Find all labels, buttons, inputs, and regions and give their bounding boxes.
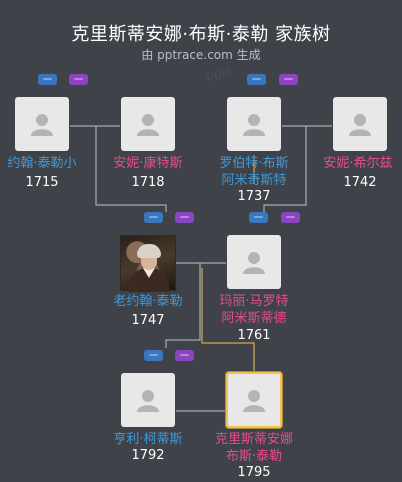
avatar-placeholder-icon: [349, 114, 371, 136]
avatar-placeholder-icon: [243, 114, 265, 136]
person-name-line1: 克里斯蒂安娜: [214, 432, 293, 447]
person-year: 1792: [131, 448, 165, 463]
person-name: 安妮·康特斯: [113, 156, 183, 171]
person-name-line1: 罗伯特·布斯: [219, 156, 289, 171]
person-card-christiana-booth-taylor[interactable]: [226, 372, 282, 428]
person-card-mary-marot[interactable]: [227, 235, 281, 289]
avatar-placeholder-icon: [137, 390, 159, 412]
person-name: 老约翰·泰勒: [113, 294, 183, 309]
person-name-line2: 阿米斯蒂德: [221, 311, 287, 326]
avatar-placeholder-icon: [243, 390, 265, 412]
avatar-placeholder-icon: [31, 114, 53, 136]
person-year: 1718: [131, 175, 165, 190]
person-year: 1737: [237, 189, 271, 204]
person-name-line2: 阿米奇斯特: [221, 173, 287, 188]
page-title: 克里斯蒂安娜·布斯·泰勒 家族树: [71, 24, 331, 45]
person-card-robert-booth[interactable]: [227, 97, 281, 151]
descent-line-1: [95, 126, 167, 212]
relation-toggle-blue[interactable]: [144, 212, 163, 223]
person-name-line2: 布斯·泰勒: [225, 449, 283, 464]
person-year: 1795: [237, 465, 271, 480]
person-card-john-taylor-jr[interactable]: [15, 97, 69, 151]
portrait-collar: [143, 268, 155, 278]
relation-toggle-blue[interactable]: [249, 212, 268, 223]
person-name: 约翰·泰勒小: [7, 156, 77, 171]
highlight-line-2: [201, 268, 255, 373]
person-year: 1747: [131, 313, 165, 328]
avatar-placeholder-icon: [243, 252, 265, 274]
portrait-hair: [137, 244, 161, 258]
relation-toggle-purple[interactable]: [175, 350, 194, 361]
descent-line-2: [263, 126, 307, 212]
person-photo-john-taylor-sr[interactable]: [120, 235, 176, 292]
avatar-placeholder-icon: [137, 114, 159, 136]
person-year: 1715: [25, 175, 59, 190]
relation-toggle-blue[interactable]: [144, 350, 163, 361]
person-name: 亨利·柯蒂斯: [113, 432, 183, 447]
relation-toggle-purple[interactable]: [69, 74, 88, 85]
relation-toggle-purple[interactable]: [279, 74, 298, 85]
relation-toggle-blue[interactable]: [247, 74, 266, 85]
person-name-line1: 玛丽·马罗特: [219, 294, 289, 309]
person-card-henry-curtis[interactable]: [121, 373, 175, 427]
relation-toggle-purple[interactable]: [281, 212, 300, 223]
person-card-anne-shields[interactable]: [333, 97, 387, 151]
descent-line-3: [165, 263, 201, 348]
person-card-anne-contes[interactable]: [121, 97, 175, 151]
relation-toggle-blue[interactable]: [38, 74, 57, 85]
person-name: 安妮·希尔兹: [323, 156, 393, 171]
relation-toggle-purple[interactable]: [175, 212, 194, 223]
generated-by-text: 由 pptrace.com 生成: [141, 48, 261, 62]
person-year: 1742: [343, 175, 377, 190]
person-year: 1761: [237, 328, 271, 343]
